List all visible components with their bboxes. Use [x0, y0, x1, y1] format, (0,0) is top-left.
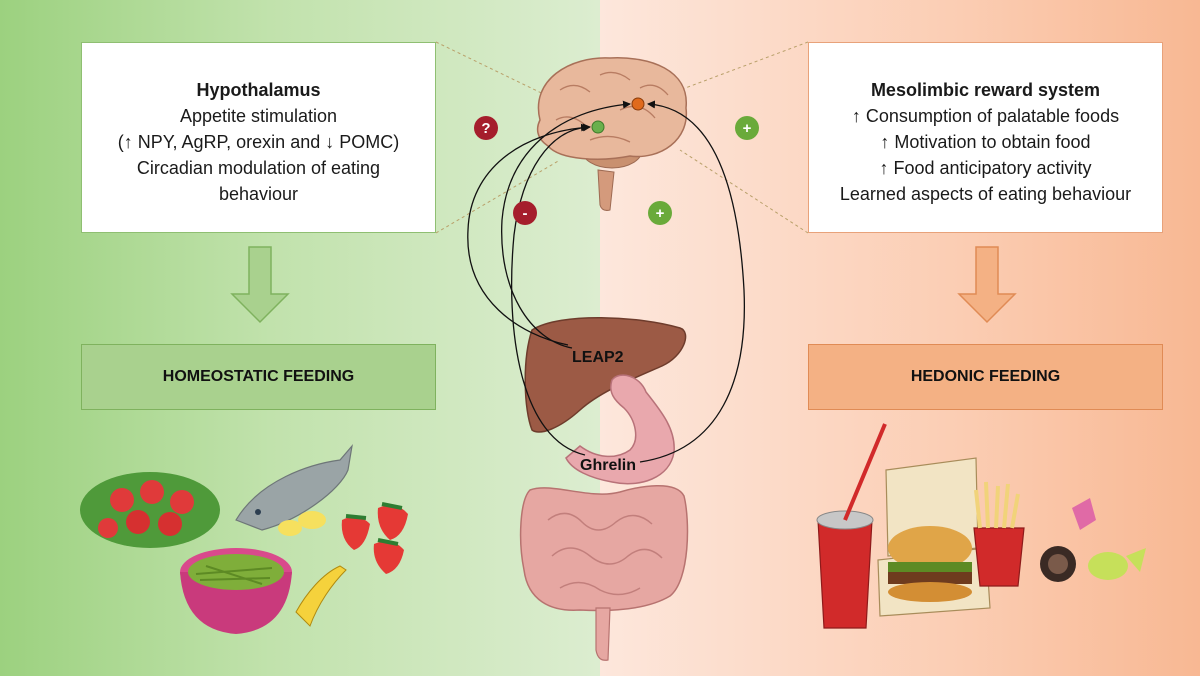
leap2-to-hypothalamus-arrow [467, 123, 591, 346]
mesolimbic-line-1: ↑ Consumption of palatable foods [851, 106, 1120, 126]
hypothalamus-line-3: Circadian modulation of eating [136, 158, 381, 178]
hypothalamus-dot [591, 120, 605, 134]
salad-illustration [80, 472, 220, 548]
ghrelin-label: Ghrelin [580, 457, 636, 474]
signaling-arrows [467, 100, 746, 463]
mesolimbic-line-4: Learned aspects of eating behaviour [839, 184, 1132, 204]
svg-text:?: ? [481, 120, 490, 137]
stomach-illustration [565, 374, 675, 485]
leap2-label: LEAP2 [572, 349, 624, 366]
hypothalamus-line-2: (↑ NPY, AgRP, orexin and ↓ POMC) [117, 132, 400, 152]
mesolimbic-title: Mesolimbic reward system [870, 80, 1101, 100]
svg-text:+: + [656, 205, 665, 222]
mesolimbic-line-3: ↑ Food anticipatory activity [879, 158, 1092, 178]
question-badge: ? [474, 116, 498, 140]
hedonic-down-arrow [957, 246, 1017, 324]
plus-badge-upper: + [735, 116, 759, 140]
fish-illustration [235, 443, 353, 536]
dashed-connectors [435, 41, 809, 234]
intestine-illustration [519, 485, 689, 661]
hypothalamus-line-4: behaviour [218, 184, 299, 204]
mesolimbic-line-2: ↑ Motivation to obtain food [880, 132, 1091, 152]
leap2-to-mesolimbic-arrow [501, 100, 631, 349]
homeostatic-down-arrow [230, 246, 290, 324]
mesolimbic-box: Mesolimbic reward system ↑ Consumption o… [808, 42, 1163, 233]
homeostatic-feeding-box: HOMEOSTATIC FEEDING [81, 344, 436, 410]
hypothalamus-connector-bottom [435, 159, 561, 234]
candy-illustration [1040, 498, 1146, 582]
brain-illustration [536, 57, 687, 211]
hypothalamus-title: Hypothalamus [196, 80, 321, 100]
plus-badge-lower: + [648, 201, 672, 225]
fries-illustration [973, 481, 1025, 587]
banana-illustration [295, 565, 347, 627]
strawberries-illustration [341, 502, 408, 574]
burger-box-illustration [877, 457, 991, 617]
junk-foods-illustration [816, 423, 1146, 629]
svg-text:+: + [743, 120, 752, 137]
hedonic-feeding-box: HEDONIC FEEDING [808, 344, 1163, 410]
green-beans-bowl-illustration [180, 548, 292, 634]
mesolimbic-connector-bottom [679, 149, 809, 234]
hypothalamus-connector-top [435, 41, 561, 103]
mesolimbic-dot [631, 97, 645, 111]
mesolimbic-connector-top [679, 41, 809, 91]
hypothalamus-box: Hypothalamus Appetite stimulation (↑ NPY… [81, 42, 436, 233]
minus-badge: - [513, 201, 537, 225]
soda-cup-illustration [816, 423, 887, 629]
ghrelin-to-hypothalamus-arrow [510, 123, 589, 456]
svg-text:-: - [523, 205, 528, 222]
hypothalamus-line-1: Appetite stimulation [179, 106, 338, 126]
healthy-foods-illustration [80, 443, 408, 634]
ghrelin-to-mesolimbic-arrow [639, 100, 746, 463]
